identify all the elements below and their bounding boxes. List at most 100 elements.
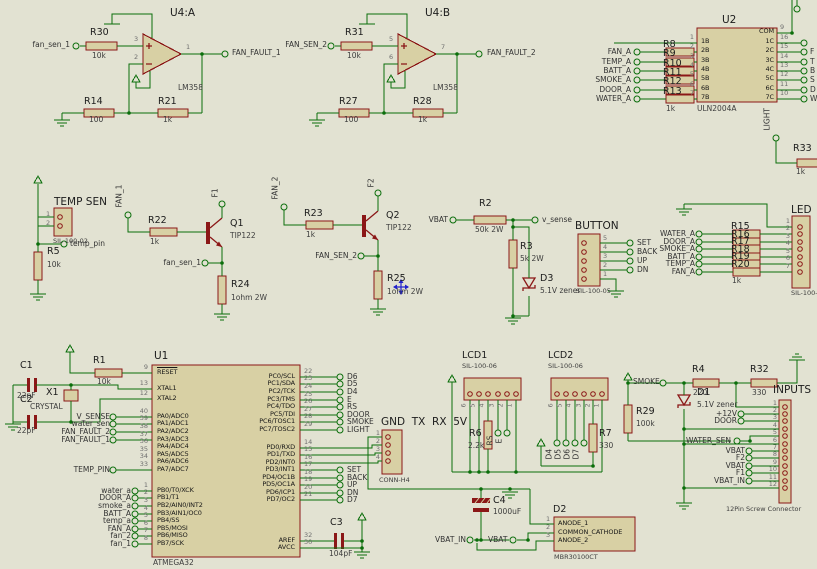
d2-part: MBR30100CT (554, 553, 598, 561)
pin-number: 17 (304, 460, 313, 468)
resistor-value: 100k (636, 419, 655, 428)
transistor-q2[interactable] (362, 210, 379, 241)
c4-negative-plate (473, 508, 489, 512)
lcd2-connector-body[interactable] (550, 377, 609, 401)
pin-number: 2 (143, 488, 148, 496)
cap-value: 22pF (17, 426, 36, 435)
net-label: E (347, 395, 352, 404)
net-label: fan_2 (110, 531, 131, 540)
pin-number: 4 (603, 243, 608, 251)
resistor-value: 1k (796, 167, 806, 176)
pin-number: 1 (785, 217, 790, 225)
opamp-b-triangle[interactable] (397, 33, 438, 75)
lcd1-ref: LCD1 (462, 350, 488, 361)
pin-number: 6 (143, 519, 148, 527)
zener-d1[interactable] (676, 394, 692, 408)
u1-atmega32-body[interactable] (151, 364, 301, 558)
pin-name: PB7/SCK (157, 539, 184, 547)
pin-name: COMMON_CATHODE (558, 528, 623, 536)
net-label: water_a (101, 486, 131, 495)
pin-number: 11 (780, 80, 789, 88)
pin-name: PC5/TDI (270, 410, 295, 418)
move-cursor-icon (393, 279, 409, 295)
pin-number: 4 (785, 239, 790, 247)
zener-d3[interactable] (521, 277, 537, 291)
net-label: RS (485, 435, 495, 446)
resistor-ref: R33 (793, 143, 812, 154)
cap-ref: C3 (330, 517, 343, 528)
terminal-circles[interactable] (60, 5, 808, 548)
d2-ref: D2 (553, 504, 567, 515)
pin-number: 35 (139, 445, 148, 453)
pin-number: 18 (304, 468, 313, 476)
transistor-q1[interactable] (206, 217, 223, 248)
pin-name: AREF (278, 536, 296, 544)
net-label: T (810, 57, 815, 66)
capacitors[interactable] (27, 378, 492, 549)
pin-number: 9 (143, 363, 148, 371)
pin-number: 16 (780, 33, 789, 41)
lcd1-connector-body[interactable] (463, 377, 522, 401)
u2-uln2004a-body[interactable] (696, 27, 778, 103)
resistor-ref: R22 (148, 215, 167, 226)
pin-number: 14 (780, 52, 789, 60)
pin-name: PA4/ADC4 (157, 442, 189, 450)
footprint: SIL-100-06 (462, 362, 497, 370)
resistor-value: 1k (306, 230, 316, 239)
inputs-title: INPUTS (773, 384, 812, 396)
footprint: CONN-H4 (379, 476, 410, 484)
pin-number: 15 (780, 42, 789, 50)
pin-number: 8 (772, 450, 777, 458)
pin-number: 2 (603, 261, 608, 269)
pin-number: 5 (468, 403, 477, 408)
led-connector-body[interactable] (791, 215, 811, 289)
conn-h4-body[interactable] (381, 429, 403, 475)
led-title: LED (791, 204, 812, 216)
footprint: SIL-100-07 (791, 289, 817, 297)
pin-name: XTAL1 (157, 384, 177, 392)
ground-symbols (5, 23, 805, 559)
lcd2-ref: LCD2 (548, 350, 574, 361)
resistor-value: 1k (150, 237, 160, 246)
pin-number: 12 (139, 389, 148, 397)
crystal-body[interactable] (63, 389, 79, 402)
temp-sen-connector-body[interactable] (53, 207, 73, 237)
opamp-a-triangle[interactable] (142, 33, 183, 75)
resistor-value: 330 (752, 388, 767, 397)
net-label: BATT_A (103, 509, 131, 518)
pin-name: RESET (157, 368, 178, 376)
footprint: SIL-100-02 (53, 237, 88, 245)
pin-name: 4C (765, 65, 775, 73)
resistor-ref: R32 (750, 364, 769, 375)
pin-name: XTAL2 (157, 394, 177, 402)
inputs-connector-body[interactable] (778, 399, 792, 504)
pin-name: PB5/MOSI (157, 524, 188, 532)
pin-number: 38 (139, 422, 148, 430)
pin-number: 8 (143, 534, 148, 542)
resistor-ref: R6 (469, 428, 482, 439)
resistor-ref: R17 (731, 236, 750, 247)
net-label: WATER_A (660, 229, 695, 238)
u1-part: ATMEGA32 (153, 558, 194, 567)
pin-number: 7 (143, 526, 148, 534)
button-connector-body[interactable] (577, 233, 601, 287)
resistor-value: 10k (347, 51, 361, 60)
net-label: WATER_SEN (686, 436, 731, 445)
pin-number: 22 (304, 367, 313, 375)
pin-number: 4 (477, 403, 486, 408)
pin-name: PA0/ADC0 (157, 412, 189, 420)
resistor-value: 1k (666, 104, 676, 113)
pin-number: 6 (772, 436, 777, 444)
d2-mbr30100ct-body[interactable] (553, 516, 636, 552)
pin-number: 3 (689, 52, 694, 60)
component-boxes[interactable] (53, 27, 811, 558)
resistor-ref: R7 (599, 428, 612, 439)
pin-number: 30 (304, 538, 313, 546)
net-label: D6 (562, 448, 572, 460)
pin-number: 3 (574, 403, 583, 408)
net-label: VBAT (725, 461, 745, 470)
net-label: D5 (347, 379, 358, 388)
transistor-part: TIP122 (386, 223, 412, 232)
diode-ref: D3 (540, 273, 554, 284)
